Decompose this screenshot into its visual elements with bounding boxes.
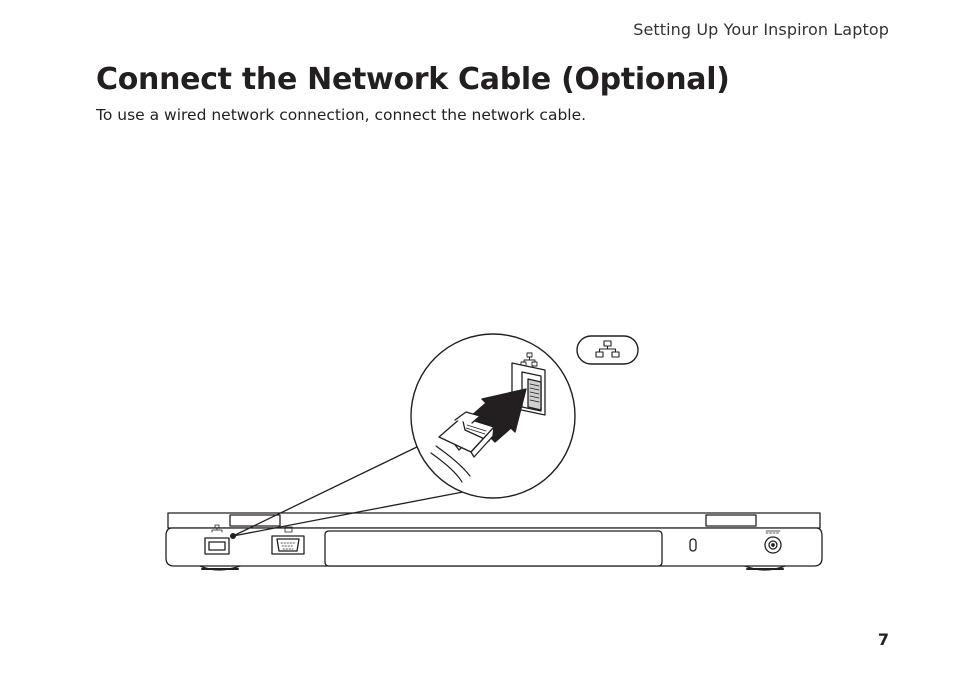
page-title: Connect the Network Cable (Optional): [96, 62, 730, 97]
security-slot-icon: [689, 538, 697, 552]
running-header: Setting Up Your Inspiron Laptop: [633, 20, 889, 39]
network-symbol-icon: [576, 335, 639, 365]
ethernet-plug-icon: [430, 411, 495, 483]
callout-lines: [230, 444, 464, 539]
magnified-view: [410, 333, 576, 499]
intro-text: To use a wired network connection, conne…: [96, 106, 587, 124]
network-port-icon: [204, 524, 230, 555]
network-symbol-small: [520, 352, 538, 367]
page-number: 7: [877, 630, 889, 649]
vga-port-icon: [271, 526, 305, 555]
laptop-back-view: [165, 512, 823, 571]
battery-panel: [324, 530, 663, 567]
power-port-icon: [764, 530, 782, 554]
